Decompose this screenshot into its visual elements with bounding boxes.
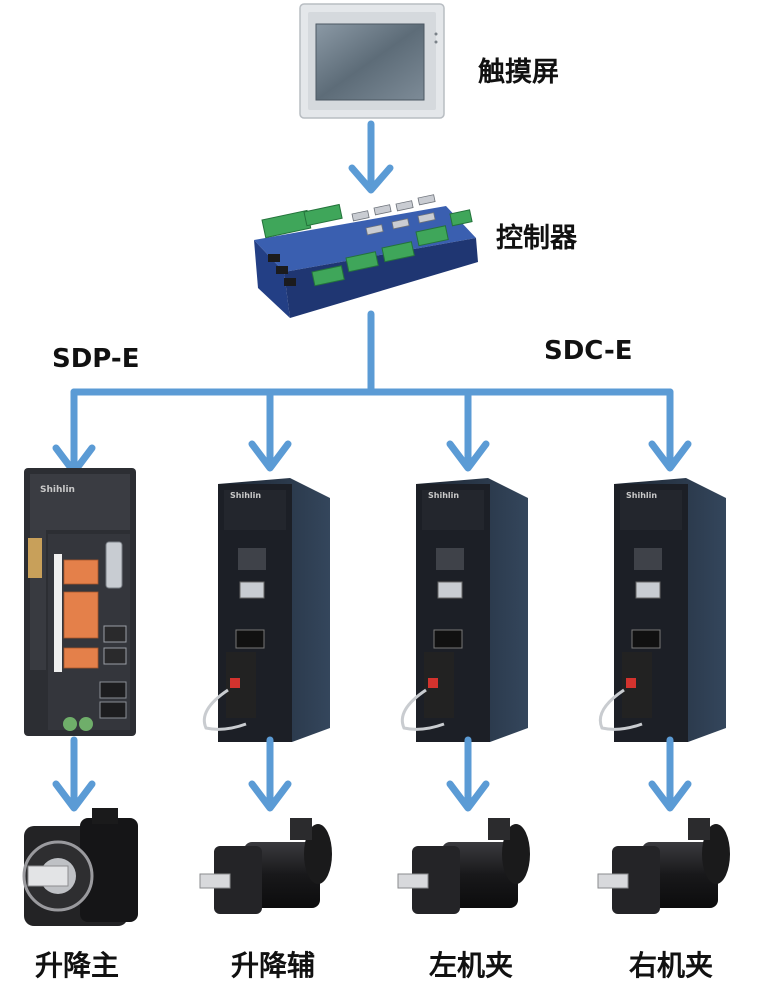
motor-label-3: 左机夹: [428, 949, 513, 982]
motor-arrows: [52, 736, 692, 812]
motor-small-1: [199, 818, 332, 914]
motor-label-4: 右机夹: [628, 949, 713, 982]
motor-large: [22, 808, 138, 926]
motor-small-2: [397, 818, 530, 914]
touchscreen-device: [299, 3, 445, 119]
servo-drive-sdc-e-1: Shihlin: [202, 478, 330, 742]
servo-drive-sdp-e: Shihlin: [24, 468, 136, 736]
network-label-right: SDC-E: [544, 336, 633, 366]
drive-2-brand: Shihlin: [230, 491, 261, 500]
motor-label-2: 升降辅: [230, 949, 315, 982]
controller-device: [254, 194, 478, 318]
arrow-touchscreen-to-controller: [348, 120, 394, 194]
motor-label-1: 升降主: [34, 949, 119, 982]
controller-label: 控制器: [496, 223, 577, 254]
network-label-left: SDP-E: [52, 344, 140, 374]
servo-drive-sdc-e-3: Shihlin: [598, 478, 726, 742]
drive-3-brand: Shihlin: [428, 491, 459, 500]
servo-drive-sdc-e-2: Shihlin: [400, 478, 528, 742]
motor-small-3: [597, 818, 730, 914]
drive-1-brand: Shihlin: [40, 485, 75, 495]
bus-arrows: [52, 310, 692, 476]
touchscreen-label: 触摸屏: [478, 57, 559, 88]
drive-4-brand: Shihlin: [626, 491, 657, 500]
